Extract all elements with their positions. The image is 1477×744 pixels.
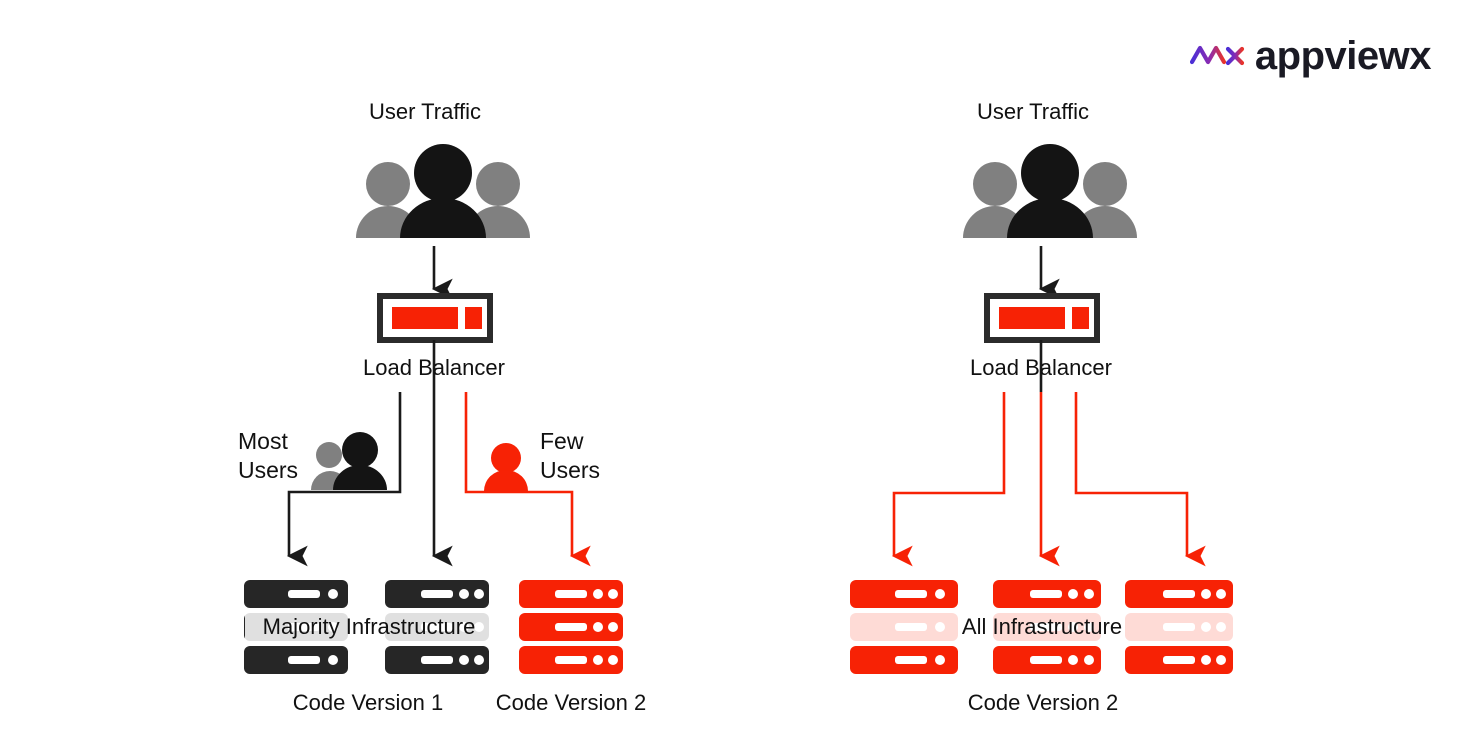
- load-balancer-label-left: Load Balancer: [363, 355, 505, 380]
- code-version-2-label-right: Code Version 2: [967, 690, 1119, 715]
- most-users-label: Most Users: [238, 427, 298, 485]
- code-version-1-label: Code Version 1: [292, 690, 444, 715]
- branch-all-right: [1074, 392, 1206, 567]
- most-users-line2: Users: [238, 456, 299, 483]
- all-infrastructure-band: All Infrastructure: [847, 610, 1237, 644]
- appviewx-wordmark: appviewx: [1254, 34, 1432, 78]
- appviewx-logo: appviewx: [1189, 34, 1432, 78]
- few-users-line2: Users: [540, 456, 601, 483]
- branch-all-left: [891, 392, 1006, 567]
- two-users-icon: [311, 432, 387, 490]
- branch-few-users-left: [464, 392, 591, 567]
- single-user-icon: [484, 443, 528, 491]
- most-users-line1: Most: [238, 428, 288, 454]
- server-stack-code-version-2-left: [519, 580, 623, 674]
- load-balancer-label-right: Load Balancer: [970, 355, 1112, 380]
- majority-infrastructure-band: Majority Infrastructure: [245, 610, 493, 644]
- user-group-icon-right: [963, 144, 1137, 238]
- code-version-2-label-left: Code Version 2: [495, 690, 647, 715]
- few-users-label: Few Users: [540, 427, 600, 485]
- load-balancer-icon-left: [377, 293, 493, 343]
- load-balancer-icon-right: [984, 293, 1100, 343]
- user-group-icon: [356, 144, 530, 238]
- few-users-line1: Few: [540, 428, 584, 454]
- user-traffic-label-left: User Traffic: [368, 99, 482, 124]
- user-traffic-label-right: User Traffic: [976, 99, 1090, 124]
- appviewx-wave-mark-icon: [1189, 45, 1245, 66]
- branch-most-users-left: [286, 392, 402, 567]
